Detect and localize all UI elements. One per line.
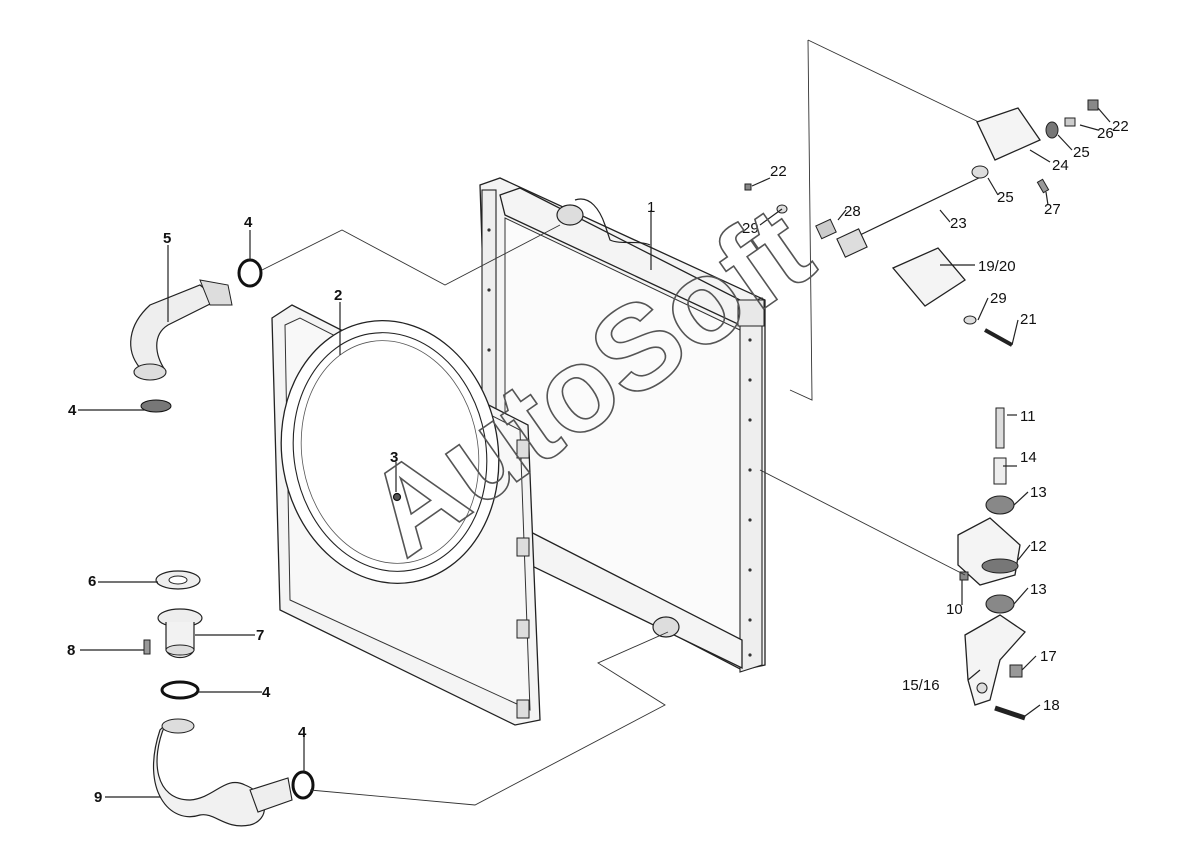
callout-13-upper: 13: [1030, 484, 1047, 501]
callout-25-lower: 25: [997, 189, 1014, 206]
callout-28: 28: [844, 203, 861, 220]
callout-27: 27: [1044, 201, 1061, 218]
callout-13-lower: 13: [1030, 581, 1047, 598]
callout-14: 14: [1020, 449, 1037, 466]
callout-29-left: 29: [742, 220, 759, 237]
callout-4-left: 4: [68, 402, 77, 419]
callout-6: 6: [88, 573, 96, 590]
callout-4-upper: 4: [244, 214, 253, 231]
radiator: [479, 177, 766, 673]
callout-12: 12: [1030, 538, 1047, 555]
hose-clamp-lower: [291, 770, 315, 800]
callout-4-middle: 4: [262, 684, 271, 701]
callout-18: 18: [1043, 697, 1060, 714]
callout-22-left: 22: [770, 163, 787, 180]
callout-8: 8: [67, 642, 75, 659]
bolt: [143, 639, 151, 655]
callout-11: 11: [1020, 408, 1036, 425]
hose-clamp-upper: [237, 258, 263, 288]
callout-labels: 1 2 3 4 4 4 4 5 6 7 8 9 10 11 12 13 13 1…: [67, 118, 1129, 806]
fan-shroud: [271, 304, 541, 726]
callout-23: 23: [950, 215, 967, 232]
callout-10: 10: [946, 601, 963, 618]
callout-26: 26: [1097, 125, 1114, 142]
callout-24: 24: [1052, 157, 1069, 174]
thermostat-cover: [155, 570, 201, 590]
upper-mount-assembly: [744, 99, 1099, 347]
callout-1: 1: [647, 199, 655, 216]
callout-2: 2: [334, 287, 342, 304]
callout-5: 5: [163, 230, 171, 247]
callout-4-lower: 4: [298, 724, 307, 741]
callout-22-right: 22: [1112, 118, 1129, 135]
upper-hose: [130, 279, 233, 381]
callout-3: 3: [390, 449, 398, 466]
callout-25-upper: 25: [1073, 144, 1090, 161]
thermostat-housing: [157, 608, 203, 659]
lower-mount-assembly: [957, 407, 1026, 721]
hose-clamp-left: [140, 399, 172, 413]
callout-21: 21: [1020, 311, 1037, 328]
leader-lines: [78, 107, 1111, 798]
callout-17: 17: [1040, 648, 1057, 665]
callout-15-16: 15/16: [902, 677, 940, 694]
callout-7: 7: [256, 627, 264, 644]
callout-29-right: 29: [990, 290, 1007, 307]
connection-lines: [261, 224, 966, 806]
callout-9: 9: [94, 789, 102, 806]
mounting-plane: [789, 39, 986, 401]
lower-hose: [152, 718, 293, 827]
hose-clamp-middle: [160, 680, 200, 700]
callout-19-20: 19/20: [978, 258, 1016, 275]
